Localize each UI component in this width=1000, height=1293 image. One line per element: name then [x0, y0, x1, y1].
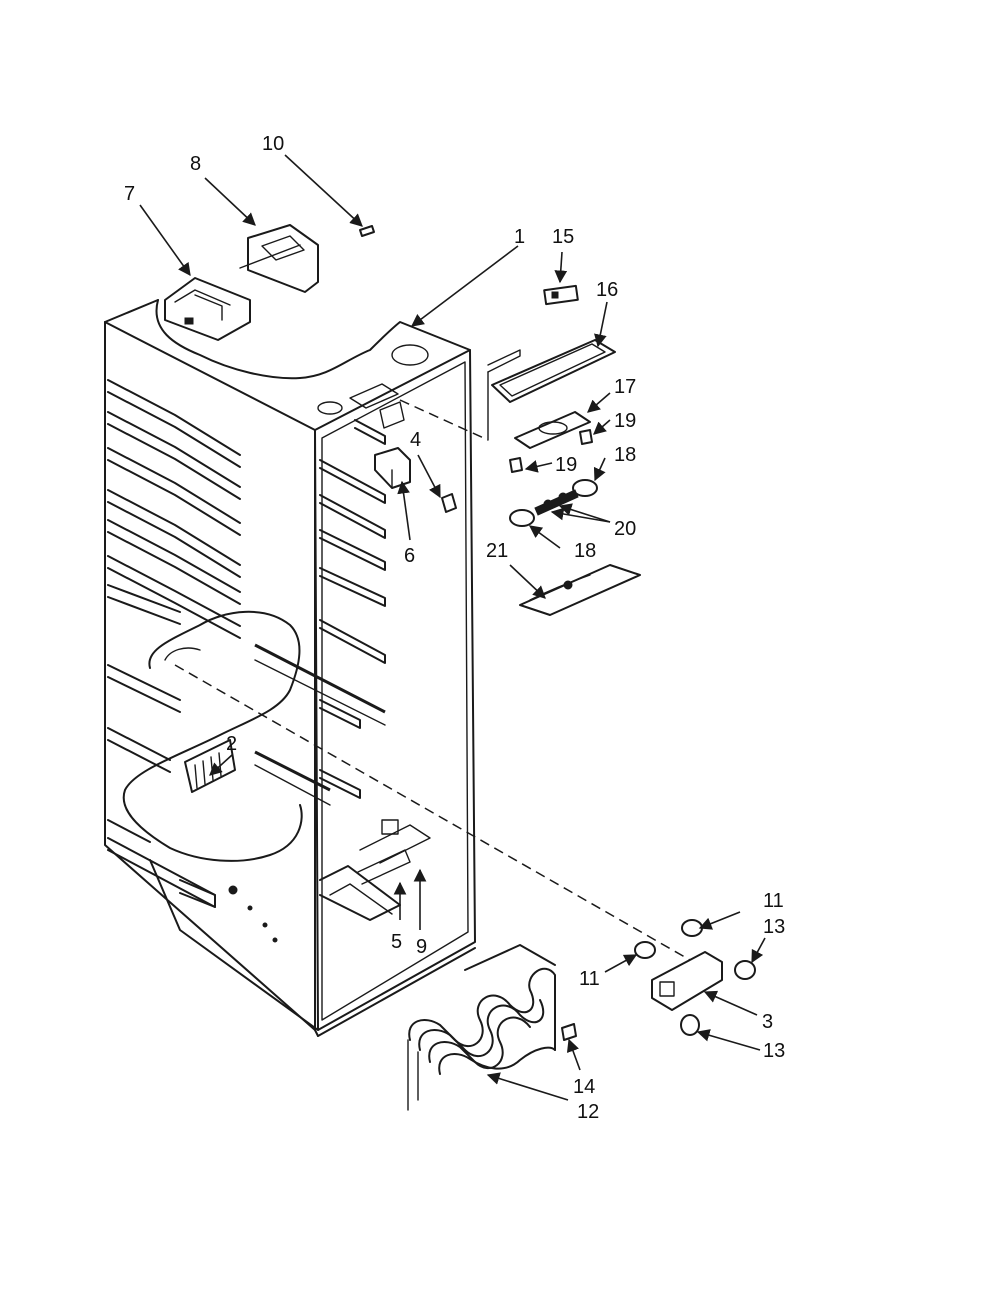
bulbs-lower	[680, 960, 756, 1036]
control-housing	[164, 277, 251, 341]
lamp-reflector	[514, 411, 591, 449]
callout-2: 2	[226, 733, 237, 755]
callout-9: 9	[416, 936, 427, 958]
lamp-socket	[543, 284, 579, 306]
callout-21: 21	[486, 540, 508, 562]
bracket-6	[374, 447, 411, 489]
callout-13-upper: 13	[763, 916, 785, 938]
callout-14: 14	[573, 1076, 595, 1098]
fresh-food-liner	[104, 299, 476, 1037]
lamp-housing-lower	[651, 951, 723, 1011]
screws-19	[509, 429, 593, 473]
callout-labels: 1 2 3 4 5 6 7 8 9 10 11 11 12 13 13 14 1…	[124, 133, 785, 1123]
socket-wires	[534, 489, 579, 516]
screw-10	[359, 225, 375, 237]
callout-18-upper: 18	[614, 444, 636, 466]
callout-4: 4	[410, 429, 421, 451]
callout-6: 6	[404, 545, 415, 567]
callout-7: 7	[124, 183, 135, 205]
light-bulbs	[509, 479, 598, 527]
callout-15: 15	[552, 226, 574, 248]
right-shelf-rails	[319, 419, 386, 799]
callout-18-lower: 18	[574, 540, 596, 562]
bulb-sockets	[634, 919, 703, 959]
callout-11-lower: 11	[579, 968, 600, 990]
callout-19-lower: 19	[555, 454, 577, 476]
light-housing	[487, 339, 616, 441]
callout-16: 16	[596, 279, 618, 301]
callout-1: 1	[514, 226, 525, 248]
callout-17: 17	[614, 376, 636, 398]
callout-10: 10	[262, 133, 284, 155]
screw-4	[441, 493, 457, 513]
coil-12	[407, 944, 556, 1111]
assembly-line-housing	[399, 399, 489, 441]
assembly-line-lamp	[174, 664, 691, 961]
callout-5: 5	[391, 931, 402, 953]
left-shelf-rails	[107, 379, 241, 908]
leader-lines	[139, 154, 766, 1101]
callout-13-lower: 13	[763, 1040, 785, 1062]
control-bracket	[239, 224, 319, 293]
screw-14	[561, 1023, 577, 1041]
callout-20: 20	[614, 518, 636, 540]
callout-3: 3	[762, 1011, 773, 1033]
callout-11-upper: 11	[763, 890, 784, 912]
light-shield	[519, 564, 641, 616]
callout-12: 12	[577, 1101, 599, 1123]
callout-19-upper: 19	[614, 410, 636, 432]
crisper-rails	[254, 643, 386, 806]
callout-8: 8	[190, 153, 201, 175]
